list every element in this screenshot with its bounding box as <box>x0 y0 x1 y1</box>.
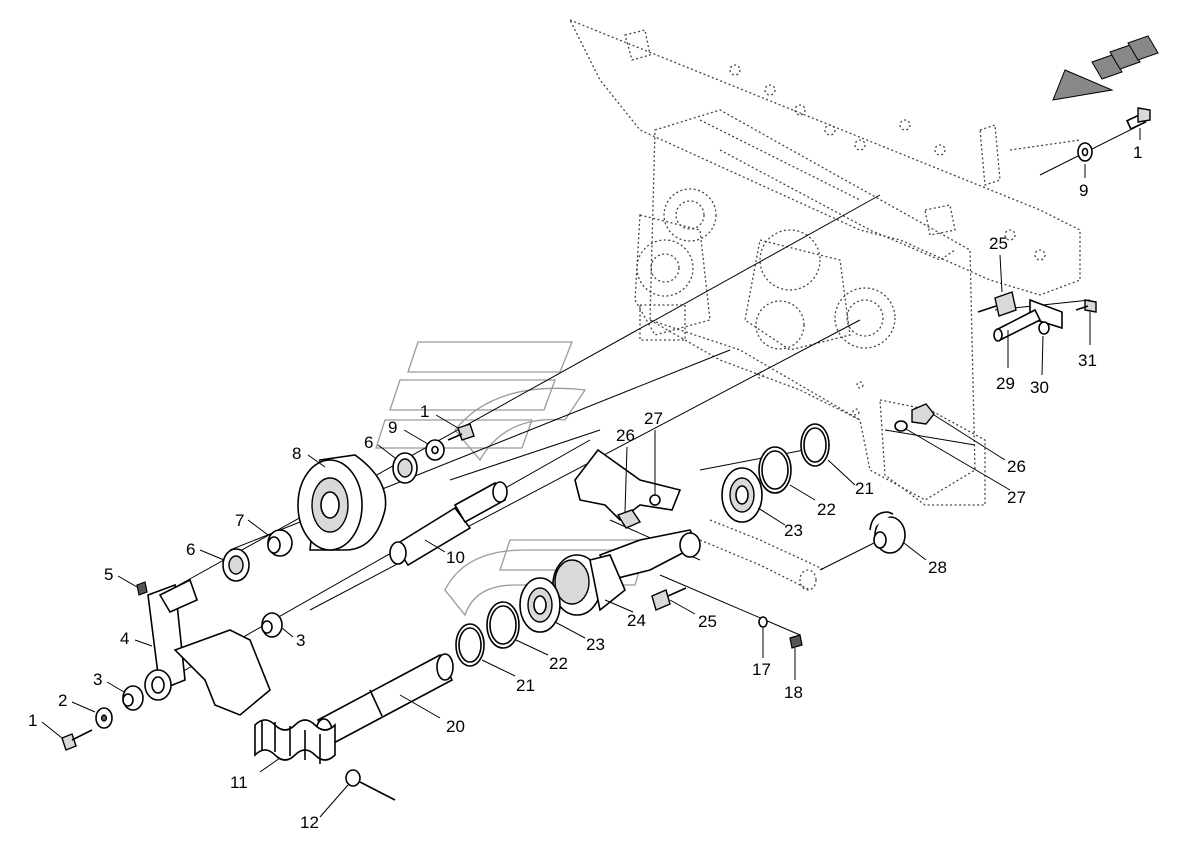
part-circlip-21-right <box>800 423 830 467</box>
part-bolt-31 <box>1075 299 1097 313</box>
part-washer-9-mid <box>425 439 445 461</box>
callout-11: 11 <box>230 773 248 792</box>
callout-4: 4 <box>120 629 129 648</box>
part-washer-2 <box>95 707 113 729</box>
callout-31: 31 <box>1078 351 1097 370</box>
callout-29: 29 <box>996 374 1015 393</box>
part-shaft-20 <box>315 653 454 747</box>
part-nut-26-right <box>911 403 935 425</box>
callout-21: 21 <box>855 479 874 498</box>
callout-25: 25 <box>698 612 717 631</box>
callout-8: 8 <box>292 444 301 463</box>
callout-23: 23 <box>586 635 605 654</box>
part-bearing-23-center <box>519 577 561 633</box>
callout-27: 27 <box>644 409 663 428</box>
part-washer-27-right <box>894 420 908 432</box>
part-pulley-8 <box>297 454 387 551</box>
callout-17: 17 <box>752 660 771 679</box>
callout-9: 9 <box>388 418 397 437</box>
callout-30: 30 <box>1030 378 1049 397</box>
callout-22: 22 <box>817 500 836 519</box>
part-bearing-6-top <box>392 452 418 484</box>
part-circlip-21-center <box>455 623 485 667</box>
callout-20: 20 <box>446 717 465 736</box>
callout-7: 7 <box>235 511 244 530</box>
callout-5: 5 <box>104 565 113 584</box>
part-washer-17 <box>758 616 768 628</box>
callout-23: 23 <box>784 521 803 540</box>
direction-arrow-icon <box>1052 35 1159 101</box>
part-bearing-6-bottom <box>222 548 250 582</box>
callout-1: 1 <box>1133 143 1142 162</box>
part-housing-24 <box>552 554 626 616</box>
part-washer-9-top <box>1077 142 1093 162</box>
part-nut-18 <box>789 634 803 649</box>
part-bolt-1-mid <box>447 423 475 441</box>
part-bolt-1-top <box>1125 107 1151 130</box>
callout-10: 10 <box>446 548 465 567</box>
part-bracket-assembly <box>574 448 701 581</box>
callout-21: 21 <box>516 676 535 695</box>
part-tube-10 <box>389 481 508 567</box>
part-spacer-3-right <box>261 612 283 638</box>
part-ring-22-right <box>758 446 792 494</box>
leader-lines <box>41 128 1141 818</box>
part-lever-4 <box>144 578 271 716</box>
callout-24: 24 <box>627 611 646 630</box>
callout-6: 6 <box>364 433 373 452</box>
part-ring-22-center <box>486 601 520 649</box>
callout-25: 25 <box>989 234 1008 253</box>
part-hook-12 <box>345 769 396 801</box>
part-bearing-23-right <box>721 467 763 523</box>
part-spacer-7 <box>267 529 293 557</box>
callout-18: 18 <box>784 683 803 702</box>
callout-26: 26 <box>616 426 635 445</box>
callout-9: 9 <box>1079 181 1088 200</box>
callout-27: 27 <box>1007 488 1026 507</box>
part-spring-11 <box>254 719 336 764</box>
callout-3: 3 <box>296 631 305 650</box>
part-bolt-25-top <box>977 291 1017 317</box>
part-spacer-3-left <box>122 685 144 711</box>
part-bushing-28 <box>869 511 906 554</box>
callout-3: 3 <box>93 670 102 689</box>
callout-26: 26 <box>1007 457 1026 476</box>
part-nut-5 <box>136 581 148 596</box>
callout-1: 1 <box>420 402 429 421</box>
callout-2: 2 <box>58 691 67 710</box>
part-bolt-1-bottom <box>61 729 93 751</box>
callout-28: 28 <box>928 558 947 577</box>
assembly-axes <box>149 124 1141 691</box>
callout-labels: 1 9 25 31 29 30 26 27 28 1 9 6 8 7 6 10 … <box>28 143 1142 832</box>
callout-1: 1 <box>28 711 37 730</box>
part-bolt-25-center <box>651 587 687 611</box>
part-washer-30 <box>1038 321 1050 335</box>
part-pin-29 <box>993 298 1063 342</box>
callout-6: 6 <box>186 540 195 559</box>
housing-frame <box>568 18 1081 591</box>
callout-22: 22 <box>549 654 568 673</box>
callout-12: 12 <box>300 813 319 832</box>
